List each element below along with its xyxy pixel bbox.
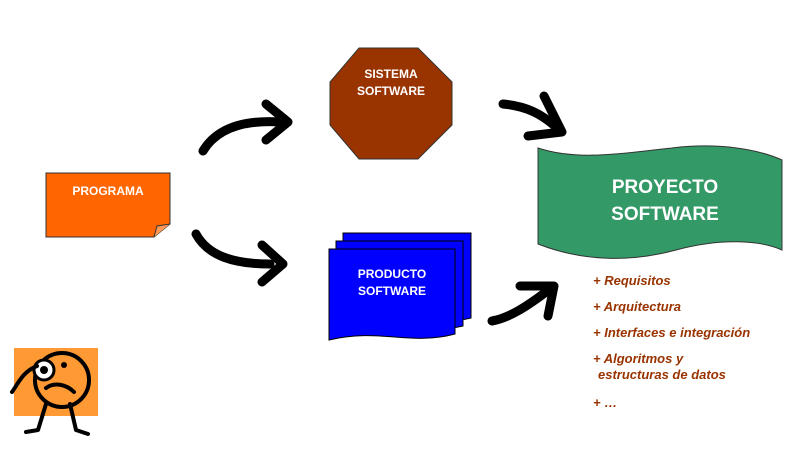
arrow-sistema-proyecto-head	[523, 91, 567, 141]
arrow-producto-proyecto	[487, 287, 551, 326]
proyecto-label-line1: PROYECTO	[611, 177, 719, 198]
proyecto-label: PROYECTO SOFTWARE	[590, 174, 740, 228]
proyecto-label-line2: SOFTWARE	[611, 204, 719, 225]
feature-arquitectura: + Arquitectura	[593, 299, 682, 314]
arrow-producto-proyecto-head	[515, 281, 559, 321]
sistema-label: SISTEMA SOFTWARE	[330, 66, 452, 100]
feature-estructuras: estructuras de datos	[598, 367, 726, 382]
proyecto-shape	[537, 145, 783, 259]
sistema-label-line2: SOFTWARE	[357, 84, 425, 98]
feature-algoritmos: + Algoritmos y	[593, 351, 684, 366]
arrow-programa-producto	[191, 229, 275, 269]
producto-label: PRODUCTO SOFTWARE	[329, 266, 455, 300]
producto-label-line1: PRODUCTO	[357, 267, 427, 281]
arrow-programa-sistema	[198, 117, 285, 156]
producto-label-line2: SOFTWARE	[358, 284, 426, 298]
programa-shape	[45, 172, 171, 238]
programa-fold	[153, 223, 171, 238]
feature-more: + …	[593, 395, 618, 410]
producto-shape	[328, 232, 472, 341]
arrow-programa-sistema-head	[261, 99, 293, 145]
sistema-label-line1: SISTEMA	[364, 67, 418, 81]
programa-label: PROGRAMA	[72, 184, 144, 198]
worried-mascot-icon	[10, 348, 98, 436]
arrow-programa-producto-head	[257, 240, 288, 287]
feature-interfaces: + Interfaces e integración	[593, 325, 751, 340]
arrow-sistema-proyecto	[498, 99, 562, 133]
sistema-shape	[329, 47, 453, 160]
feature-requisitos: + Requisitos	[593, 273, 671, 288]
